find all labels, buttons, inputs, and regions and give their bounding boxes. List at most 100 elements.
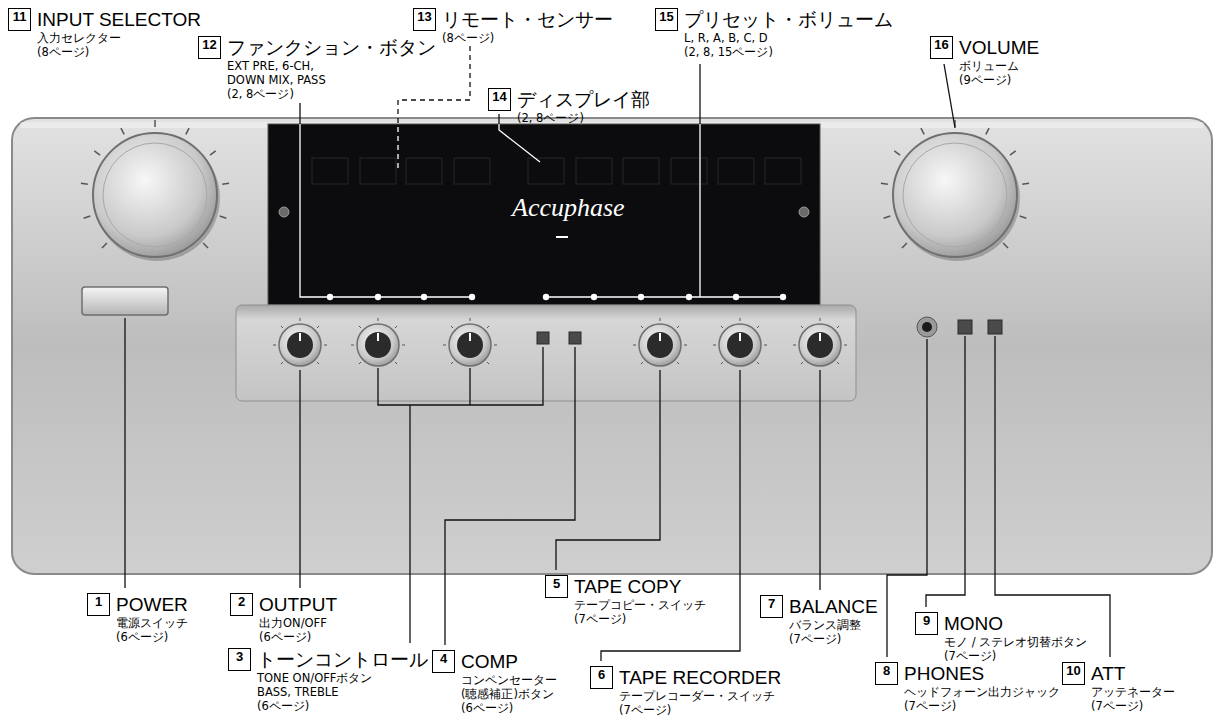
small-knob: [793, 318, 847, 366]
knob-tick: [801, 326, 803, 328]
part-name: INPUT SELECTOR: [37, 9, 201, 31]
knob-tick: [633, 345, 636, 346]
knob-tick: [721, 326, 723, 328]
callout: 6TAPE RECORDERテープレコーダー・スイッチ(7ページ): [590, 666, 781, 717]
part-note: (6ページ): [116, 630, 188, 644]
callout-number: 4: [432, 650, 455, 673]
push-button: [537, 332, 549, 344]
knob-tick: [820, 318, 821, 321]
knob-tick: [881, 183, 888, 184]
control-recess: [236, 305, 856, 401]
callout-number: 11: [8, 8, 31, 31]
knob-tick: [395, 362, 397, 364]
part-note: 電源スイッチ: [116, 616, 188, 630]
display-indicator: [454, 158, 490, 184]
knob-tick: [359, 326, 361, 328]
knob-tick: [451, 326, 453, 328]
knob-tick: [757, 362, 759, 364]
large-knob: [81, 120, 229, 261]
part-note: テープレコーダー・スイッチ: [619, 689, 781, 703]
push-button: [958, 320, 972, 334]
callout-heading: 5TAPE COPY: [545, 575, 706, 598]
leader-line: [887, 339, 927, 657]
knob-body: [799, 324, 841, 366]
knob-tick: [84, 216, 91, 218]
part-note: (8ページ): [37, 45, 201, 59]
leader-dot: [686, 294, 692, 300]
part-note: 入力セレクター: [37, 31, 201, 45]
leader-line: [546, 296, 783, 297]
knob-tick: [81, 183, 88, 184]
knob-tick: [757, 326, 759, 328]
knob-tick: [470, 318, 471, 321]
leader-line: [299, 370, 300, 588]
knob-tick: [443, 345, 446, 346]
knob-tick: [641, 362, 643, 364]
callout-heading: 6TAPE RECORDER: [590, 666, 781, 689]
part-note: ボリューム: [959, 59, 1039, 73]
knob-tick: [721, 362, 723, 364]
knob-tick: [660, 318, 661, 321]
large-knob: [881, 120, 1029, 261]
small-knob: [633, 318, 687, 366]
part-note: コンペンセーター (聴感補正)ボタン: [461, 673, 576, 701]
knob-tick: [986, 128, 989, 134]
part-note: (6ページ): [259, 630, 337, 644]
callout-number: 16: [930, 36, 953, 59]
knob-cap: [647, 332, 673, 358]
small-knob: [713, 318, 767, 366]
knob-tick: [740, 318, 741, 321]
callout-number: 10: [1062, 662, 1085, 685]
part-note: L, R, A, B, C, D: [684, 31, 893, 45]
leader-dot: [375, 294, 381, 300]
knob-tick: [121, 128, 124, 134]
knob-tick: [1020, 216, 1027, 218]
part-note: (9ページ): [959, 73, 1039, 87]
display-indicator: [671, 158, 707, 184]
knob-tick: [1010, 151, 1016, 155]
part-note: アッテネーター: [1091, 685, 1175, 699]
knob-tick: [884, 216, 891, 218]
display-window: [268, 124, 820, 305]
part-note: バランス調整: [789, 618, 878, 632]
part-note: (7ページ): [574, 612, 706, 626]
knob-tick: [684, 345, 687, 346]
leader-line: [699, 124, 700, 297]
leader-dot: [780, 294, 786, 300]
part-name: ファンクション・ボタン: [227, 37, 436, 59]
callout-number: 8: [875, 662, 898, 685]
display-indicator: [360, 158, 396, 184]
knob-tick: [844, 345, 847, 346]
small-knob: [273, 318, 327, 366]
leader-line: [378, 347, 543, 405]
knob-tick: [1022, 183, 1029, 184]
part-note: (7ページ): [944, 649, 1087, 663]
display-indicator: [718, 158, 754, 184]
callout-number: 13: [413, 8, 436, 31]
knob-pointer: [469, 333, 471, 341]
knob-tick: [359, 362, 361, 364]
knob-tick: [677, 362, 679, 364]
callout: 10ATTアッテネーター(7ページ): [1062, 662, 1175, 713]
part-name: OUTPUT: [259, 594, 337, 616]
callout: 5TAPE COPYテープコピー・スイッチ(7ページ): [545, 575, 706, 626]
display-indicator: [406, 158, 442, 184]
knob-tick: [273, 345, 276, 346]
knob-tick: [487, 326, 489, 328]
phones-jack: [917, 317, 937, 337]
callout: 14ディスプレイ部(2, 8ページ): [488, 88, 650, 125]
knob-tick: [451, 362, 453, 364]
leader-line: [409, 405, 410, 643]
part-name: プリセット・ボリューム: [684, 9, 893, 31]
knob-tick: [801, 362, 803, 364]
knob-tick: [793, 345, 796, 346]
brand-logo: Accuphase: [512, 193, 625, 223]
part-note: (2, 8, 15ページ): [684, 45, 893, 59]
knob-tick: [378, 318, 379, 321]
callout-heading: 12ファンクション・ボタン: [198, 36, 436, 59]
knob-tick: [713, 345, 716, 346]
callout-number: 7: [760, 595, 783, 618]
leader-line: [300, 124, 472, 297]
knob-cap: [457, 332, 483, 358]
power-button: [82, 287, 168, 315]
